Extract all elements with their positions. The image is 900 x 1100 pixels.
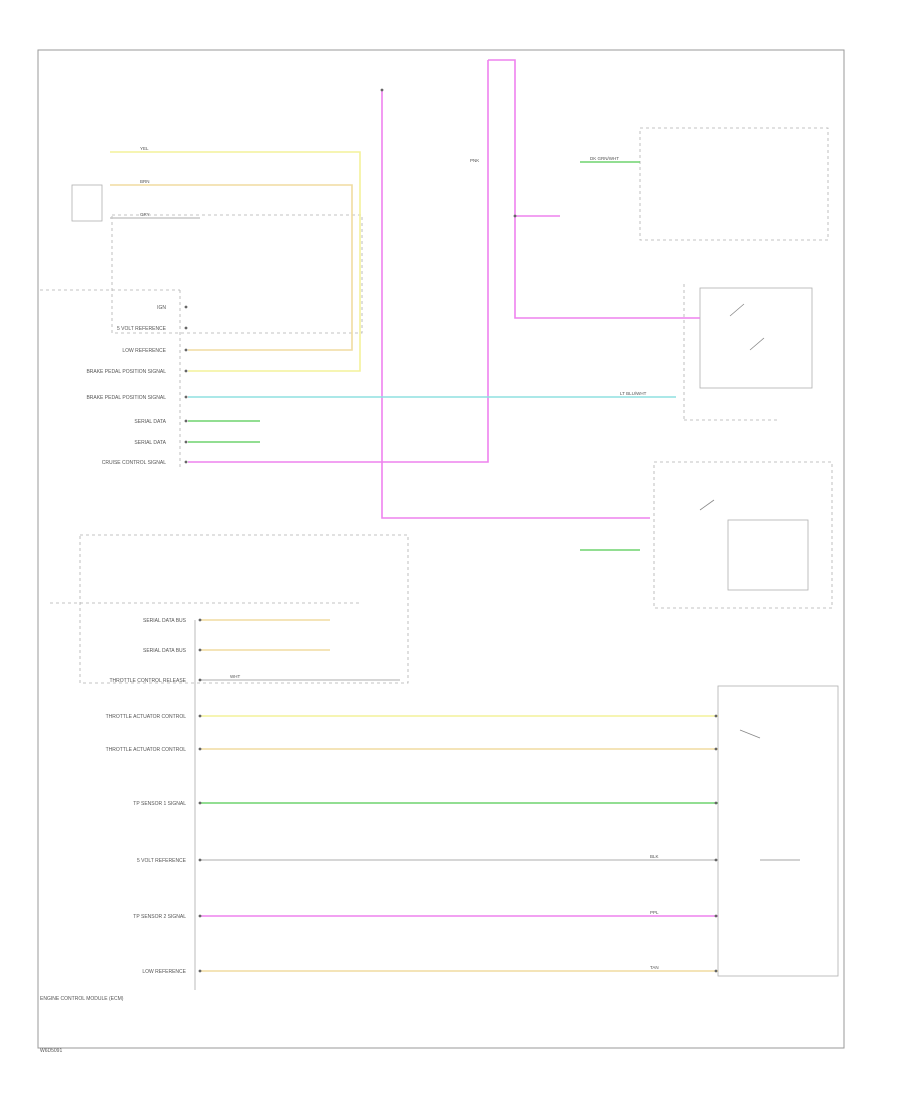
wire-code: DK GRN/WHT [590,156,619,161]
diagram-frame [37,49,845,1049]
wire-code: YEL [140,146,149,151]
wires [110,59,718,972]
wire-code: TAN [650,965,659,970]
ecm-upper-labels: IGN 5 VOLT REFERENCE LOW REFERENCE BRAKE… [86,305,166,466]
wire-code: PPL [650,910,659,915]
ecm-lower-labels: SERIAL DATA BUS SERIAL DATA BUS THROTTLE… [106,618,187,975]
label-throttle-release: THROTTLE CONTROL RELEASE [110,678,187,684]
label-serial-bus-2: SERIAL DATA BUS [143,648,187,654]
label-cruise-signal: CRUISE CONTROL SIGNAL [102,460,166,466]
label-ign: IGN [157,305,166,311]
wire-code: WHT [230,674,240,679]
label-5v-ref-lower: 5 VOLT REFERENCE [137,858,187,864]
label-5v-ref: 5 VOLT REFERENCE [117,326,167,332]
label-throttle-actuator-2: THROTTLE ACTUATOR CONTROL [106,747,187,753]
ecm-title: ENGINE CONTROL MODULE (ECM) [40,996,124,1002]
footer-code: W6D5091 [40,1048,62,1054]
wire-code: LT BLU/WHT [620,391,647,396]
wire-code: BRN [140,179,150,184]
label-serial-data-2: SERIAL DATA [134,440,166,446]
label-brake-signal-1: BRAKE PEDAL POSITION SIGNAL [86,369,166,375]
label-tp-sensor-1: TP SENSOR 1 SIGNAL [133,801,186,807]
label-brake-signal-2: BRAKE PEDAL POSITION SIGNAL [86,395,166,401]
label-serial-bus-1: SERIAL DATA BUS [143,618,187,624]
label-throttle-actuator-1: THROTTLE ACTUATOR CONTROL [106,714,187,720]
label-low-ref: LOW REFERENCE [122,348,166,354]
label-low-ref-lower: LOW REFERENCE [142,969,186,975]
switch-symbols [699,303,800,861]
wire-code: GRY [140,212,150,217]
wire-code: PNK [470,158,479,163]
label-serial-data-1: SERIAL DATA [134,419,166,425]
wire-code: BLK [650,854,659,859]
component-outlines [40,127,839,990]
connector-pins [184,88,718,973]
wire-codes: YEL BRN GRY PNK DK GRN/WHT LT BLU/WHT WH… [140,146,659,970]
label-tp-sensor-2: TP SENSOR 2 SIGNAL [133,914,186,920]
